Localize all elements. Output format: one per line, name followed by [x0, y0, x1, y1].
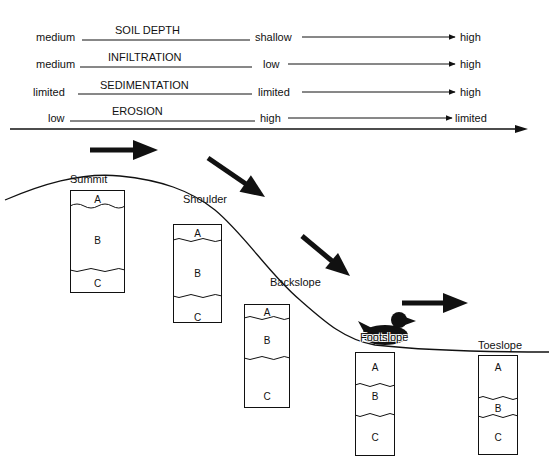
slope-position: Summit: [70, 173, 107, 185]
axis-arrow: [10, 125, 528, 133]
horizon-label: B: [356, 391, 394, 403]
property-value: high: [460, 31, 481, 43]
property-value: low: [48, 112, 65, 124]
horizon-label: A: [479, 362, 517, 374]
property-value: limited: [258, 86, 290, 98]
slope-position: Footslope: [360, 331, 408, 343]
horizon-label: C: [245, 391, 289, 403]
horizon-label: C: [479, 432, 517, 444]
horizon-label: A: [356, 362, 394, 374]
soil-profile: A B C: [355, 352, 395, 456]
slope-position: Backslope: [270, 276, 321, 288]
property-value: limited: [455, 112, 487, 124]
property-name: SEDIMENTATION: [100, 79, 189, 91]
soil-profile: A B C: [70, 190, 125, 293]
horizon-label: B: [479, 403, 517, 415]
horizon-label: A: [174, 228, 221, 240]
property-value: medium: [36, 31, 75, 43]
property-value: high: [460, 86, 481, 98]
property-value: high: [260, 112, 281, 124]
horizon-label: A: [71, 194, 124, 206]
flow-arrows: [90, 140, 468, 313]
horizon-label: B: [245, 335, 289, 347]
horizon-label: C: [356, 432, 394, 444]
property-name: INFILTRATION: [108, 51, 182, 63]
soil-profile: A B C: [244, 304, 290, 408]
slope-position: Toeslope: [478, 339, 522, 351]
property-value: shallow: [255, 31, 292, 43]
horizon-label: B: [174, 268, 221, 280]
horizon-label: C: [71, 278, 124, 290]
soil-profile: A B C: [478, 355, 518, 455]
horizon-label: B: [71, 235, 124, 247]
property-value: high: [460, 58, 481, 70]
duck-symbol: [358, 312, 416, 345]
horizon-label: C: [174, 312, 221, 324]
horizon-label: A: [245, 307, 289, 319]
property-lines: [70, 37, 455, 121]
soil-profile: A B C: [173, 224, 222, 323]
slope-position: Shoulder: [183, 193, 227, 205]
property-value: limited: [33, 86, 65, 98]
property-name: EROSION: [112, 105, 163, 117]
property-value: medium: [36, 58, 75, 70]
property-value: low: [263, 58, 280, 70]
property-name: SOIL DEPTH: [115, 24, 180, 36]
